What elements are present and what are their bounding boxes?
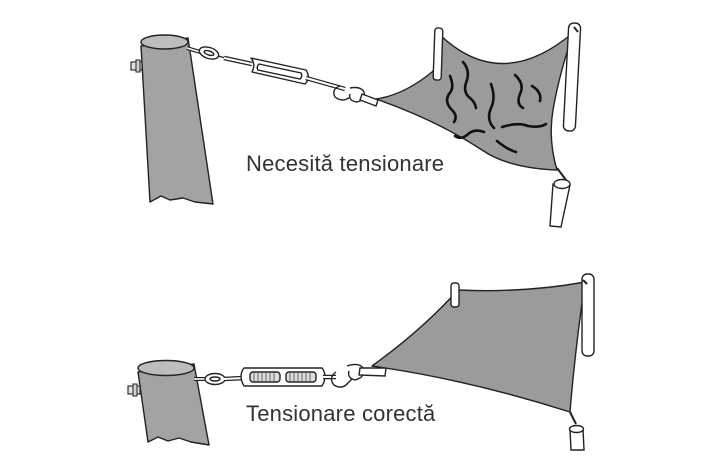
turnbuckle-bottom xyxy=(223,367,336,387)
rear-left-post-bottom xyxy=(450,282,460,308)
main-pole-bottom xyxy=(127,359,210,446)
taut-sail xyxy=(371,281,586,413)
caption-correct-tensioning: Tensionare corectă xyxy=(246,401,436,426)
loose-sail-panel xyxy=(130,22,582,228)
eye-bolt-bottom xyxy=(194,372,226,386)
turnbuckle-top xyxy=(223,55,346,92)
wrinkled-sail xyxy=(375,31,575,171)
snap-hook-top xyxy=(333,85,379,107)
front-post-bottom xyxy=(568,411,585,451)
snap-hook-bottom xyxy=(330,363,387,388)
rear-post-top xyxy=(432,22,582,132)
main-pole-top xyxy=(130,34,214,205)
front-post-top xyxy=(549,167,571,228)
caption-needs-tensioning: Necesită tensionare xyxy=(246,151,445,176)
rear-right-post-bottom xyxy=(581,273,595,357)
tensioned-sail-panel xyxy=(127,273,595,451)
